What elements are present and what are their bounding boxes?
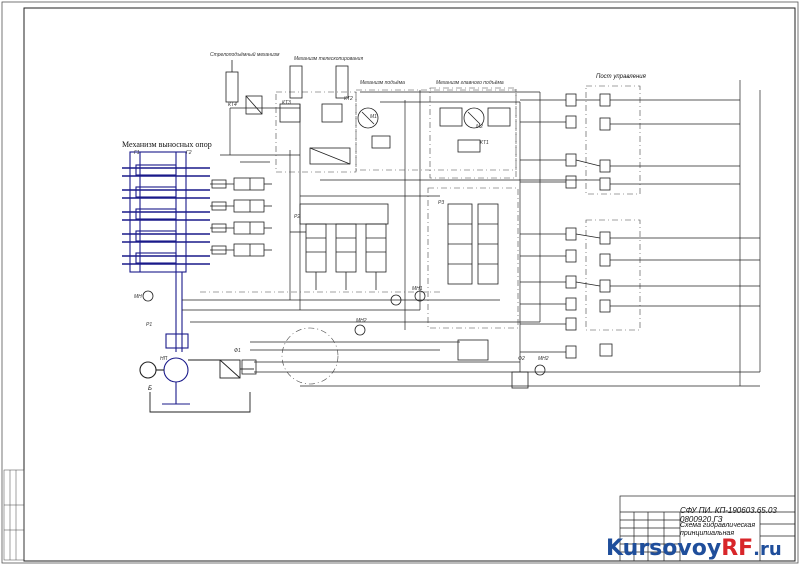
valve-KT1-label: КТ1	[480, 140, 489, 146]
distributor-P3	[447, 203, 499, 361]
outrigger-mechanism	[122, 151, 210, 273]
control-post-label: Пост управления	[596, 74, 646, 80]
valve-KT4-label: КТ4	[228, 102, 237, 108]
sling-mechanism-label: Стрелоподъёмный механизм	[210, 52, 280, 58]
valve-P1-label: Р1	[146, 322, 153, 328]
watermark-logo: KursovoyRF.ru	[606, 536, 782, 561]
main-pressure-lines	[182, 80, 761, 387]
valve-P2-label: Р2	[294, 214, 301, 220]
outrigger-mechanism-title: Механизм выносных опор	[122, 140, 212, 149]
gauge-MN2-label: МН2	[356, 318, 367, 324]
sling-mechanism	[225, 60, 263, 115]
control-post	[520, 93, 760, 359]
main-lift-mechanism-label: Механизм главного подъёма	[436, 80, 504, 86]
pump-tank-block	[139, 272, 190, 405]
main-lift-winch	[439, 107, 511, 153]
aux-lift-winch	[357, 107, 391, 149]
valve-KT3-label: КТ3	[282, 100, 291, 106]
pressure-gauges	[142, 290, 546, 389]
sheet-inner-frame	[23, 7, 796, 562]
outrigger-valve-row	[135, 164, 177, 264]
drawing-name-line1: Схема гидравлическая	[680, 522, 756, 529]
lift-mechanism-label: Механизм подъёма	[360, 80, 405, 86]
filter-F1-label: Ф1	[234, 348, 241, 354]
pump-label: НП	[160, 356, 168, 362]
watermark-main: Kursovoy	[606, 536, 722, 561]
telescope-mechanism-label: Механизм телескопирования	[294, 56, 364, 62]
title-block	[619, 495, 796, 562]
outrigger-cylinders	[210, 177, 272, 257]
drawing-name-line2: принципиальная	[680, 530, 735, 537]
hydrolock-G2-label: Г2	[186, 150, 192, 156]
drawing-code: СФУ ПИ. КП-190603.65.03 0800920 ГЗ	[680, 506, 777, 524]
gauge-left-label: МН	[134, 294, 142, 300]
filter-F2-label: Ф2	[518, 356, 525, 362]
drawing-name: Схема гидравлическая принципиальная	[680, 522, 755, 538]
watermark-suffix: .ru	[753, 539, 782, 560]
watermark-accent: RF	[721, 536, 754, 561]
distributor-P2	[290, 203, 389, 290]
tank-label: Б	[148, 386, 152, 392]
valve-KT2-label: КТ2	[344, 96, 353, 102]
gauge-MN1-label: МН1	[412, 286, 423, 292]
hydrolock-G1-label: Г1	[134, 150, 140, 156]
telescope-mechanism	[279, 65, 351, 165]
valve-P3-label: Р3	[438, 200, 445, 206]
left-binding-strip	[3, 469, 25, 561]
motor-M2-label: М2	[476, 124, 483, 130]
gauge-MN3-label: МН2	[538, 356, 549, 362]
dashed-boundaries	[200, 85, 641, 385]
motor-M1-label: М1	[370, 114, 377, 120]
